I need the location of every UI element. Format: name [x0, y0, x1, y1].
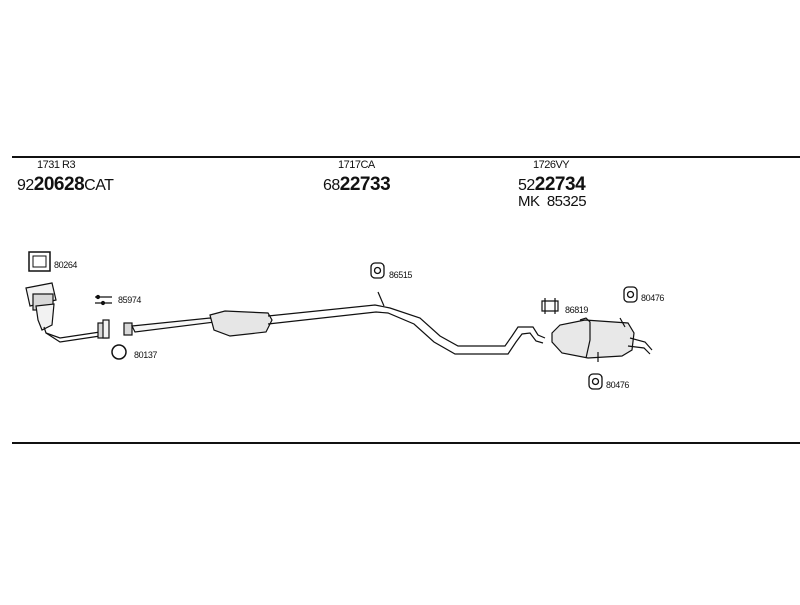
group-3-extra: MK 85325 [518, 193, 587, 210]
ring-front-icon [111, 344, 127, 360]
part-label-gasket-front: 80264 [54, 260, 78, 270]
group-3-part-number: 5222734 [518, 174, 586, 195]
part-label-hanger-rear-bottom: 80476 [606, 380, 630, 390]
group-1-pn-main: 20628 [33, 174, 85, 195]
group-1-pn-prefix: 92 [17, 177, 34, 194]
front-pipe-part [123, 291, 546, 355]
hanger-rear-bottom-icon [588, 373, 603, 390]
hanger-mid-icon [370, 262, 385, 279]
part-label-hanger-mid: 86515 [389, 270, 413, 280]
group-3-pn-main: 22734 [534, 174, 586, 195]
part-label-clamp-rear: 86819 [565, 305, 589, 315]
part-label-clamp-front: 85974 [118, 295, 142, 305]
group-1-code: 1731 R3 [37, 159, 76, 171]
part-label-hanger-rear-top: 80476 [641, 293, 665, 303]
group-2-code: 1717CA [338, 159, 375, 171]
group-1-part-number: 9220628CAT [17, 174, 114, 195]
group-2-pn-prefix: 68 [323, 177, 340, 194]
catalytic-converter-part [25, 282, 110, 343]
gasket-front-icon [28, 251, 51, 272]
group-2-pn-main: 22733 [339, 174, 391, 195]
clamp-rear-icon [541, 298, 559, 314]
group-3-code: 1726VY [533, 159, 570, 171]
part-label-ring-front: 80137 [134, 350, 158, 360]
group-2-part-number: 6822733 [323, 174, 391, 195]
hanger-rear-top-icon [623, 286, 638, 303]
clamp-front-icon [95, 294, 112, 306]
rear-silencer-part [551, 317, 653, 362]
group-3-pn-prefix: 52 [518, 177, 535, 194]
group-1-pn-suffix: CAT [84, 177, 114, 194]
